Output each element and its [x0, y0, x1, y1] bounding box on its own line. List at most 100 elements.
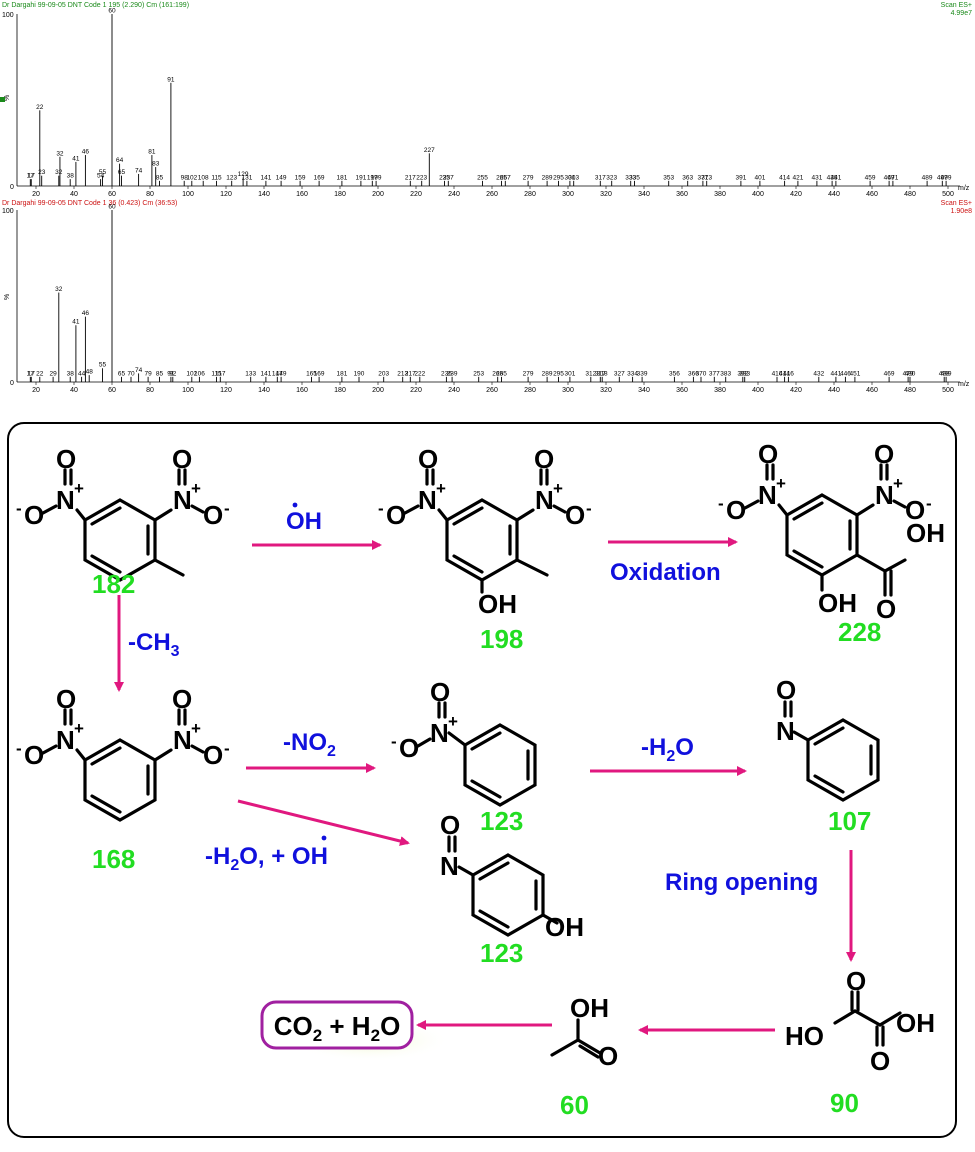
condition-ch3: -CH3: [128, 629, 180, 660]
x-tick-label: 300: [562, 191, 574, 198]
peak-label: 255: [477, 174, 488, 181]
peak-label: 147: [272, 370, 283, 377]
spectrum-bottom-ymid: %: [4, 294, 11, 300]
peak-label: 74: [135, 367, 143, 374]
peak-label: 373: [701, 174, 712, 181]
svg-text:O: O: [565, 500, 585, 530]
peak-label: 253: [473, 370, 484, 377]
x-tick-label: 200: [372, 387, 384, 394]
condition-h2o: -H2O: [641, 734, 694, 765]
svg-text:-: -: [391, 732, 397, 751]
svg-text:O: O: [24, 740, 44, 770]
peak-label: 393: [739, 370, 750, 377]
x-tick-label: 260: [486, 191, 498, 198]
peak-label: 237: [443, 174, 454, 181]
peak-label: 22: [36, 104, 44, 111]
molecule-nitrosobenzene: N O 107: [776, 675, 880, 836]
peak-label: 469: [884, 370, 895, 377]
peak-label: 92: [169, 370, 177, 377]
peak-label: 279: [523, 174, 534, 181]
peak-label: 301: [564, 370, 575, 377]
x-tick-label: 240: [448, 191, 460, 198]
x-tick-label: 420: [790, 387, 802, 394]
peak-label: 129: [238, 171, 249, 178]
molecule-nitrobenzene: N + O O - 123: [391, 677, 537, 836]
svg-text:OH: OH: [818, 588, 857, 618]
peak-label: 236: [441, 370, 452, 377]
peak-label: 335: [629, 174, 640, 181]
x-tick-label: 460: [866, 387, 878, 394]
peak-label: 441: [830, 174, 841, 181]
svg-text:O: O: [598, 1041, 618, 1071]
x-tick-label: 80: [146, 191, 154, 198]
peak-label: 91: [167, 76, 175, 83]
peak-label: 312: [585, 370, 596, 377]
svg-text:N: N: [173, 485, 192, 515]
mass-168: 168: [92, 844, 135, 874]
x-tick-label: 160: [296, 387, 308, 394]
peak-label: 81: [148, 149, 156, 156]
peak-label: 55: [99, 362, 107, 369]
peak-label: 370: [696, 370, 707, 377]
arrow-dehydration-hydroxylation: [237, 799, 410, 846]
peak-label: 432: [813, 370, 824, 377]
svg-text:O: O: [172, 684, 192, 714]
peak-label: 108: [198, 174, 209, 181]
mass-90: 90: [830, 1088, 859, 1118]
peak-label: 54: [97, 173, 105, 180]
x-tick-label: 400: [752, 387, 764, 394]
peak-label: 46: [82, 149, 90, 156]
peak-label: 295: [553, 370, 564, 377]
peak-label: 191: [355, 174, 366, 181]
peak-label: 431: [811, 174, 822, 181]
peak-label: 217: [405, 174, 416, 181]
peak-label: 499: [941, 370, 952, 377]
peak-label: 17: [27, 370, 35, 377]
peak-label: 115: [211, 370, 222, 377]
svg-text:-: -: [16, 499, 22, 518]
peak-label: 141: [260, 370, 271, 377]
svg-text:-: -: [224, 499, 230, 518]
spectrum-bottom-intensity: 1.90e8: [951, 208, 973, 215]
svg-text:O: O: [203, 500, 223, 530]
svg-text:O: O: [776, 675, 796, 705]
marker-icon: [0, 97, 5, 102]
svg-text:O: O: [24, 500, 44, 530]
peak-label: 149: [276, 174, 287, 181]
svg-text:-: -: [16, 739, 22, 758]
reaction-arrows: [114, 537, 856, 1035]
peak-label: 181: [336, 174, 347, 181]
svg-text:O: O: [172, 444, 192, 474]
peak-label: 317: [595, 174, 606, 181]
peak-label: 29: [49, 370, 57, 377]
peak-label: 235: [439, 174, 450, 181]
svg-text:+: +: [553, 479, 563, 498]
peak-label: 22: [36, 370, 44, 377]
svg-text:O: O: [56, 444, 76, 474]
peak-label: 414: [779, 174, 790, 181]
svg-text:-: -: [718, 494, 724, 513]
peak-label: 55: [99, 169, 107, 176]
peak-label: 102: [186, 370, 197, 377]
svg-text:N: N: [440, 851, 459, 881]
mass-spectra-panel: Dr Dargahi 99-09-05 DNT Code 1 195 (2.29…: [0, 2, 973, 394]
x-tick-label: 320: [600, 387, 612, 394]
x-tick-label: 460: [866, 191, 878, 198]
peak-label: 446: [840, 370, 851, 377]
x-tick-label: 180: [334, 191, 346, 198]
x-tick-label: 340: [638, 191, 650, 198]
x-tick-label: 20: [32, 387, 40, 394]
peak-label: 98: [181, 174, 189, 181]
svg-text:N: N: [875, 480, 894, 510]
peak-label: 498: [939, 370, 950, 377]
svg-text:OH: OH: [570, 993, 609, 1023]
svg-text:OH: OH: [906, 518, 945, 548]
svg-text:+: +: [776, 474, 786, 493]
peak-label: 416: [783, 370, 794, 377]
mass-198: 198: [480, 624, 523, 654]
svg-text:O: O: [905, 495, 925, 525]
peak-label: 279: [523, 370, 534, 377]
peak-label: 333: [625, 174, 636, 181]
